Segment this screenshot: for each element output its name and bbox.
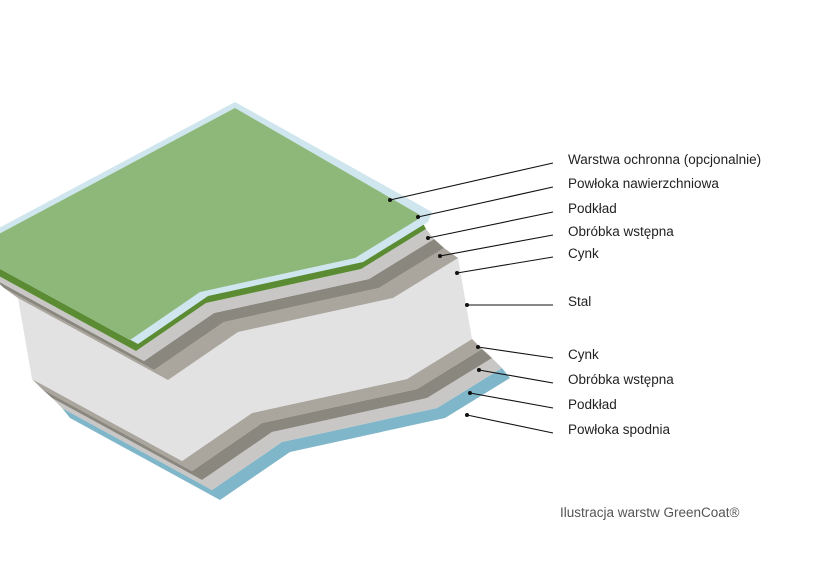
leader-dot: [388, 198, 392, 202]
layer-label: Podkład: [568, 201, 617, 216]
layer-label: Stal: [568, 294, 591, 309]
leader-line: [456, 256, 554, 274]
leader-line: [389, 162, 554, 201]
leader-line: [478, 369, 554, 384]
leader-dot: [416, 215, 420, 219]
leader-dot: [438, 254, 442, 258]
leader-dot: [476, 345, 480, 349]
leader-dot: [477, 368, 481, 372]
steel-layer: [18, 258, 472, 461]
leader-line: [466, 414, 554, 434]
top-face: [0, 108, 420, 340]
layer-label: Warstwa ochronna (opcjonalnie): [568, 152, 761, 167]
layer-label: Cynk: [568, 347, 599, 362]
leader-dot: [465, 303, 469, 307]
leader-dot: [426, 236, 430, 240]
leader-dot: [468, 391, 472, 395]
layer-label: Powłoka nawierzchniowa: [568, 176, 719, 191]
leader-line: [439, 234, 554, 257]
caption: Ilustracja warstw GreenCoat®: [560, 505, 740, 520]
leader-line: [427, 211, 554, 239]
leader-dot: [465, 413, 469, 417]
layer-label: Obróbka wstępna: [568, 372, 674, 387]
layer-label: Cynk: [568, 246, 599, 261]
leader-line: [417, 186, 554, 218]
layer-label: Powłoka spodnia: [568, 422, 671, 437]
layer-label: Podkład: [568, 397, 617, 412]
leader-line: [477, 346, 554, 359]
leader-line: [469, 392, 554, 409]
leader-dot: [455, 271, 459, 275]
layer-label: Obróbka wstępna: [568, 224, 674, 239]
